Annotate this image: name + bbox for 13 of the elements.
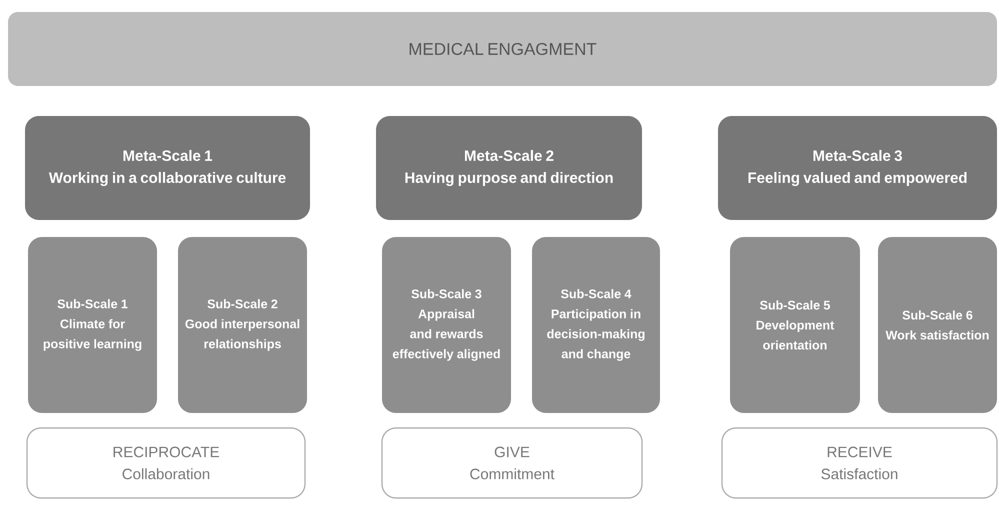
outcome-box: RECEIVE Satisfaction <box>721 427 998 499</box>
meta-scale-box: Meta-Scale 2 Having purpose and direction <box>376 116 642 220</box>
engagement-band: MEDICAL ENGAGMENT <box>8 12 997 86</box>
sub-scale-box: Sub-Scale 2 Good interpersonal relationships <box>178 237 307 413</box>
sub-scale-box: Sub-Scale 5 Development orientation <box>730 237 860 413</box>
meta-scale-box: Meta-Scale 1 Working in a collaborative culture <box>25 116 310 220</box>
sub-scale-box: Sub-Scale 3 Appraisal and rewards effectively aligned <box>382 237 511 413</box>
sub-scale-box: Sub-Scale 4 Participation in decision-making and change <box>532 237 660 413</box>
sub-scale-box: Sub-Scale 1 Climate for positive learning <box>28 237 157 413</box>
outcome-box: RECIPROCATE Collaboration <box>26 427 306 499</box>
sub-scale-box: Sub-Scale 6 Work satisfaction <box>878 237 997 413</box>
outcome-box: GIVE Commitment <box>381 427 643 499</box>
meta-scale-box: Meta-Scale 3 Feeling valued and empowered <box>718 116 997 220</box>
